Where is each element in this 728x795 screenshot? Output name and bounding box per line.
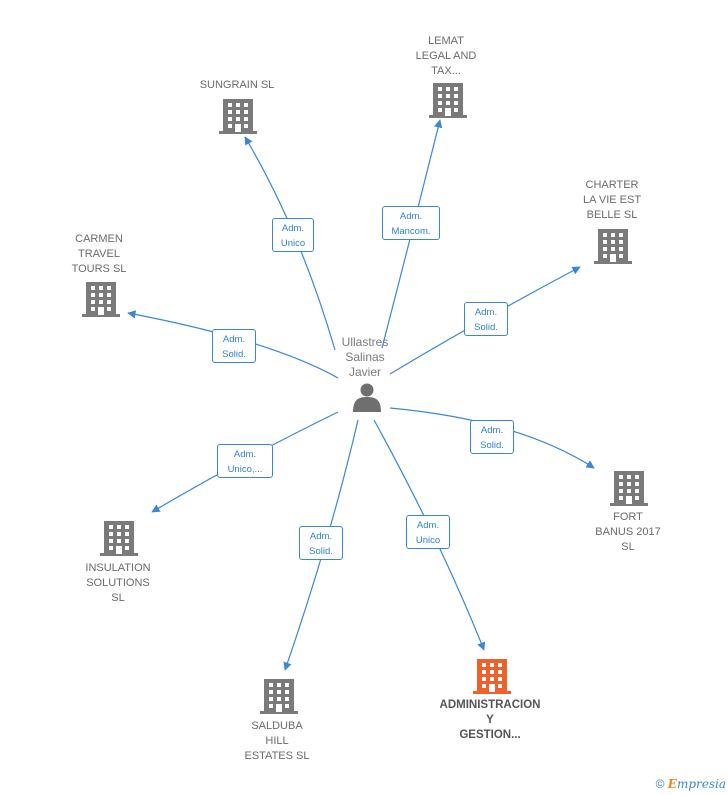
role-label-lemat: Adm. Mancom. [382, 206, 440, 240]
building-icon[interactable] [594, 229, 632, 264]
role-label-sungrain: Adm. Unico [272, 218, 314, 252]
role-label-administracion: Adm. Unico [406, 515, 450, 549]
building-icon[interactable] [82, 282, 120, 317]
company-name-carmen[interactable]: CARMEN TRAVEL TOURS SL [71, 233, 127, 275]
copyright-symbol: © [655, 777, 665, 791]
empresia-logo: Empresia [667, 777, 726, 791]
role-label-carmen: Adm. Solid. [212, 329, 256, 363]
role-label-insulation: Adm. Unico,... [217, 444, 273, 478]
building-icon[interactable] [100, 521, 138, 556]
role-label-fort-banus: Adm. Solid. [470, 420, 514, 454]
company-name-insulation[interactable]: INSULATION SOLUTIONS SL [85, 562, 151, 604]
person-name[interactable]: Ullastres Salinas Javier [341, 335, 389, 379]
building-icon[interactable] [429, 83, 467, 118]
company-name-charter[interactable]: CHARTER LA VIE EST BELLE SL [582, 179, 642, 221]
role-label-salduba: Adm. Solid. [299, 526, 343, 560]
role-label-charter: Adm. Solid. [464, 302, 508, 336]
person-icon[interactable] [353, 383, 381, 413]
company-name-administracion[interactable]: ADMINISTRACION Y GESTION... [439, 699, 541, 741]
footer-brand: © Empresia [656, 777, 726, 791]
building-icon[interactable] [219, 99, 257, 134]
building-icon[interactable] [260, 679, 298, 714]
building-icon[interactable] [473, 659, 511, 694]
company-name-fort-banus[interactable]: FORT BANUS 2017 SL [595, 511, 661, 553]
building-icon[interactable] [610, 471, 648, 506]
company-name-lemat[interactable]: LEMAT LEGAL AND TAX... [415, 35, 477, 77]
company-name-sungrain[interactable]: SUNGRAIN SL [199, 79, 275, 91]
company-name-salduba[interactable]: SALDUBA HILL ESTATES SL [244, 720, 310, 762]
